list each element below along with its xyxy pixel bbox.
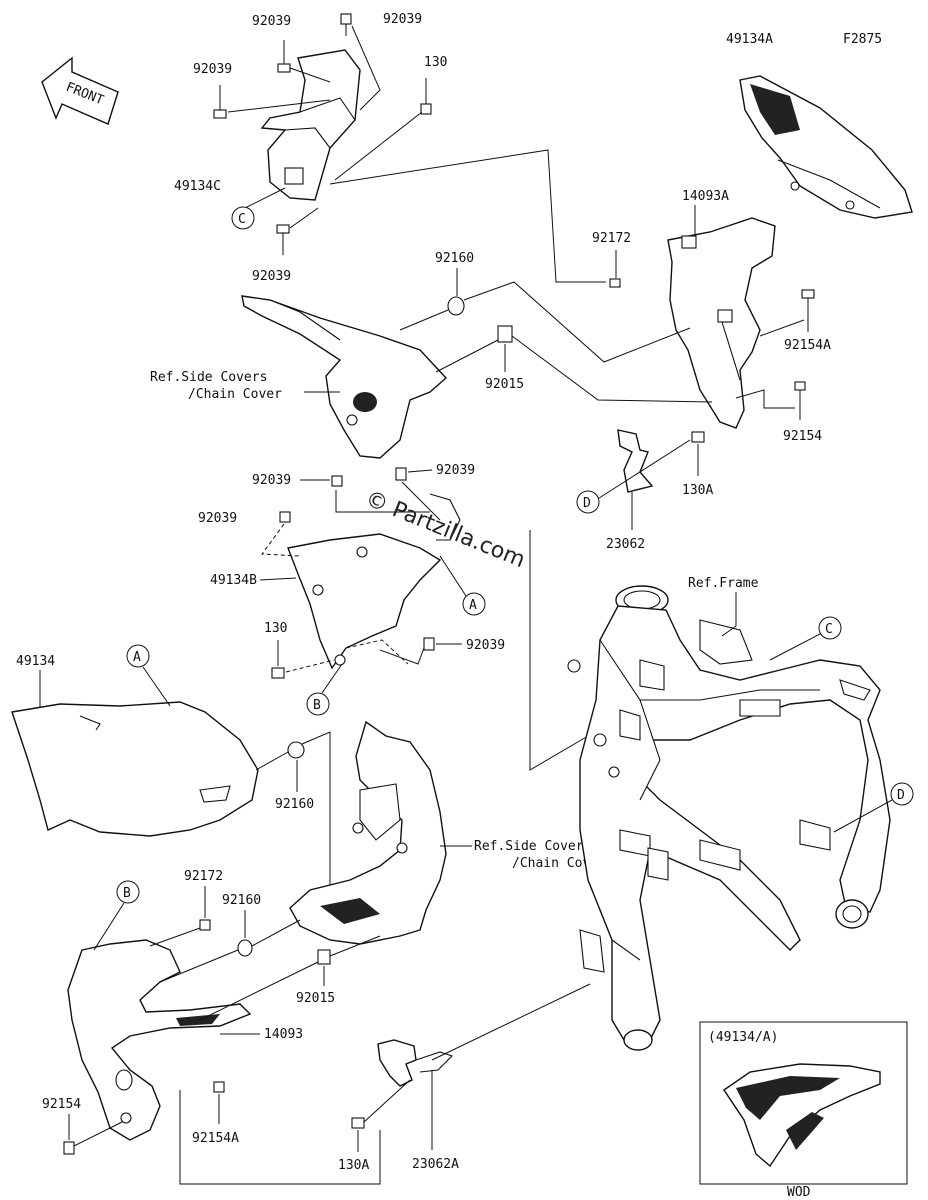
- figure-code: F2875: [843, 32, 882, 47]
- label-92039-d: 92039: [252, 269, 291, 284]
- grommet-92160-top: [399, 268, 465, 331]
- callout-A-left-letter: A: [133, 650, 141, 665]
- label-130-mid: 130: [264, 621, 287, 636]
- label-130A-bot: 130A: [338, 1158, 369, 1173]
- label-92039-f: 92039: [436, 463, 475, 478]
- ref-frame: Ref.Frame: [688, 576, 759, 591]
- callout-B-left-letter: B: [123, 886, 131, 901]
- bolt-92039-top: [213, 13, 432, 255]
- part-49134B-shape: [287, 493, 461, 670]
- ref-chain-cover-2: /Chain Cover: [512, 856, 606, 871]
- label-92160-bot: 92160: [222, 893, 261, 908]
- part-14093A-shape: [667, 217, 776, 429]
- callout-B-mid-letter: B: [313, 698, 321, 713]
- label-92172-bot: 92172: [184, 869, 223, 884]
- ref-chain-cover-1: /Chain Cover: [188, 387, 282, 402]
- label-92015-bot: 92015: [296, 991, 335, 1006]
- inset-caption: WOD: [787, 1185, 811, 1200]
- collar-92015-bot: [317, 949, 331, 965]
- label-92154A-bot: 92154A: [192, 1131, 239, 1146]
- grommet-92160-bot: [237, 939, 253, 957]
- lower-inner-bracket-shape: [289, 720, 447, 945]
- callout-C-top: [231, 206, 255, 230]
- label-92015-top: 92015: [485, 377, 524, 392]
- part-49134-shape: [11, 701, 259, 837]
- label-130-top: 130: [424, 55, 447, 70]
- label-49134C: 49134C: [174, 179, 221, 194]
- callout-D-top-letter: D: [583, 496, 591, 511]
- inset-title: (49134/A): [708, 1030, 778, 1045]
- label-23062: 23062: [606, 537, 645, 552]
- part-14093-shape: [67, 939, 252, 1141]
- ref-side-covers-1: Ref.Side Covers: [150, 370, 267, 385]
- upper-side-cover-shape: [241, 295, 448, 459]
- label-92039-e: 92039: [252, 473, 291, 488]
- label-130A-top: 130A: [682, 483, 713, 498]
- callout-D-top: [576, 490, 600, 514]
- part-23062-shape: [617, 429, 654, 493]
- label-23062A: 23062A: [412, 1157, 459, 1172]
- part-49134C-shape: [260, 49, 361, 201]
- label-92160-top: 92160: [435, 251, 474, 266]
- label-92039-b: 92039: [383, 12, 422, 27]
- ref-side-covers-2: Ref.Side Covers: [474, 839, 591, 854]
- label-92039-a: 92039: [252, 14, 291, 29]
- label-14093A: 14093A: [682, 189, 729, 204]
- label-14093: 14093: [264, 1027, 303, 1042]
- frame-shape: [567, 585, 891, 1051]
- callout-C-frame-letter: C: [825, 622, 833, 637]
- callout-A-left: [126, 644, 150, 668]
- callout-B-left: [116, 880, 140, 904]
- callout-D-frame: [890, 782, 914, 806]
- label-92160-mid: 92160: [275, 797, 314, 812]
- label-92172-top: 92172: [592, 231, 631, 246]
- label-49134B: 49134B: [210, 573, 257, 588]
- callout-B-mid: [306, 692, 330, 716]
- label-92039-h: 92039: [466, 638, 505, 653]
- callout-D-frame-letter: D: [897, 788, 905, 803]
- front-arrow: FRONT: [41, 56, 119, 125]
- callout-C-frame: [818, 616, 842, 640]
- callout-A-mid: [462, 592, 486, 616]
- collar-92015-top: [435, 325, 513, 373]
- grommet-92160-mid: [287, 741, 305, 759]
- part-49134A-shape: [739, 75, 913, 219]
- label-49134A: 49134A: [726, 32, 773, 47]
- label-92154-top: 92154: [783, 429, 822, 444]
- label-92154A-top: 92154A: [784, 338, 831, 353]
- label-92154-bot: 92154: [42, 1097, 81, 1112]
- label-92039-c: 92039: [193, 62, 232, 77]
- label-49134: 49134: [16, 654, 55, 669]
- callout-A-mid-letter: A: [469, 598, 477, 613]
- inset-box: [699, 1021, 908, 1185]
- callout-C-top-letter: C: [238, 212, 246, 227]
- part-23062A-shape: [377, 1039, 454, 1087]
- label-92039-g: 92039: [198, 511, 237, 526]
